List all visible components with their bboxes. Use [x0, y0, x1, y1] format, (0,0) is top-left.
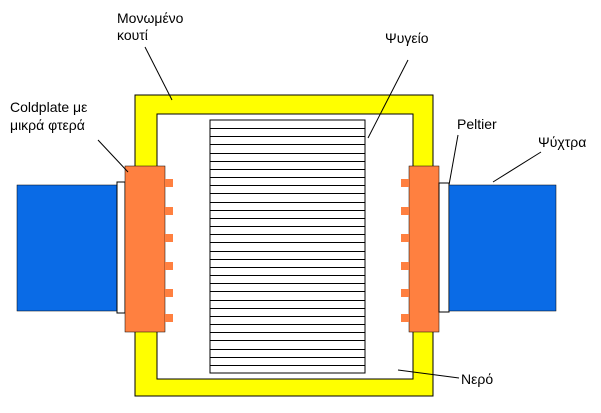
leader-water [397, 369, 460, 379]
leader-fridge [367, 59, 409, 139]
right-coldplate-fin [401, 234, 409, 242]
right-coldplate-fin [401, 289, 409, 297]
right-coldplate-fin [401, 179, 409, 187]
right-coldplate-fin [401, 207, 409, 215]
right-coldplate-fins [401, 179, 409, 322]
label-water: Νερό [461, 371, 494, 387]
right-peltier [438, 182, 450, 313]
left-heatsink [16, 184, 118, 312]
label-insulated-box-line1: Μονωμένο [117, 10, 184, 26]
left-coldplate-fin [165, 207, 173, 215]
fridge-fins [210, 128, 365, 366]
label-coldplate-line2: μικρά φτερά [10, 117, 85, 133]
label-coldplate-line1: Coldplate με [10, 99, 88, 115]
right-heatsink [448, 184, 557, 312]
left-coldplate-fin [165, 262, 173, 270]
fridge-block [209, 119, 366, 374]
leader-peltier [448, 134, 459, 186]
left-coldplate-fin [165, 179, 173, 187]
label-fridge: Ψυγείο [385, 30, 429, 46]
left-coldplate-fins [165, 179, 173, 322]
leader-insulated-box [144, 46, 173, 101]
label-peltier: Peltier [457, 116, 497, 132]
leader-cooler [492, 151, 542, 183]
right-coldplate-fin [401, 314, 409, 322]
left-coldplate-fin [165, 314, 173, 322]
left-coldplate [124, 165, 166, 333]
right-coldplate-fin [401, 262, 409, 270]
leader-coldplate [97, 139, 129, 173]
left-coldplate-fin [165, 234, 173, 242]
label-cooler: Ψύχτρα [538, 134, 587, 150]
right-coldplate [408, 165, 440, 333]
left-coldplate-fin [165, 289, 173, 297]
left-peltier [116, 181, 126, 314]
label-insulated-box-line2: κουτί [117, 27, 148, 43]
